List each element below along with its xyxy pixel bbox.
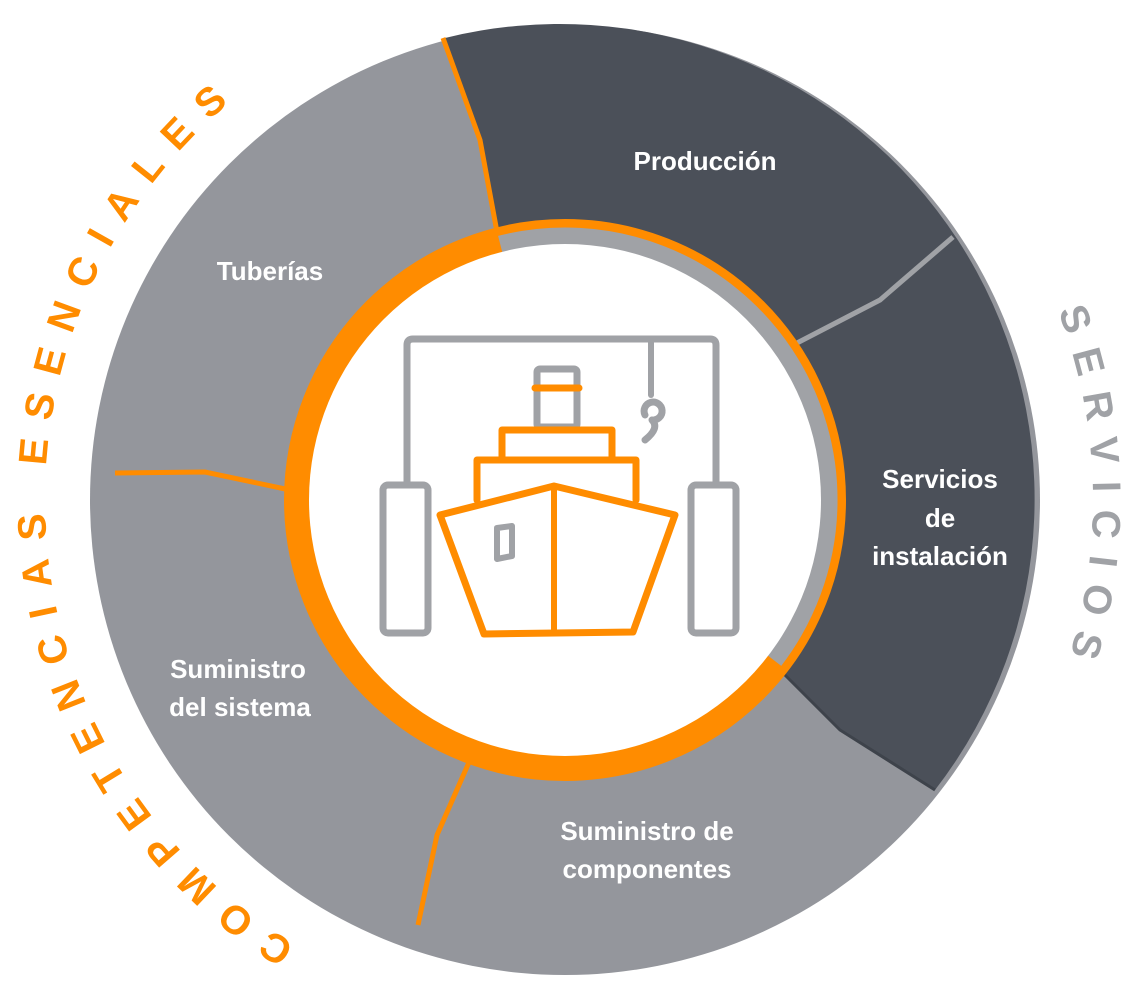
- label-servicios-instalacion-3: instalación: [872, 541, 1008, 571]
- label-suministro-sistema-2: del sistema: [169, 692, 311, 722]
- label-suministro-componentes-2: componentes: [562, 854, 731, 884]
- label-produccion: Producción: [633, 146, 776, 176]
- label-suministro-sistema-1: Suministro: [170, 654, 306, 684]
- label-tuberias: Tuberías: [217, 256, 323, 286]
- divider-line-tuberias-suministro: [114, 469, 291, 493]
- ship-in-dry-dock-with-crane-icon: [379, 335, 740, 638]
- inner-ring-gray: [498, 227, 838, 666]
- divider-line-tuberias-produccion: [440, 37, 500, 233]
- divider-line-produccion-instalacion: [795, 235, 955, 346]
- label-servicios: SERVICIOS: [1050, 299, 1128, 664]
- label-servicios-instalacion-1: Servicios: [882, 464, 998, 494]
- label-servicios-instalacion-2: de: [925, 503, 955, 533]
- label-suministro-componentes-1: Suministro de: [560, 816, 733, 846]
- divider-line-sistema-componentes: [415, 758, 473, 926]
- divider-line-instalacion-componentes: [763, 653, 936, 792]
